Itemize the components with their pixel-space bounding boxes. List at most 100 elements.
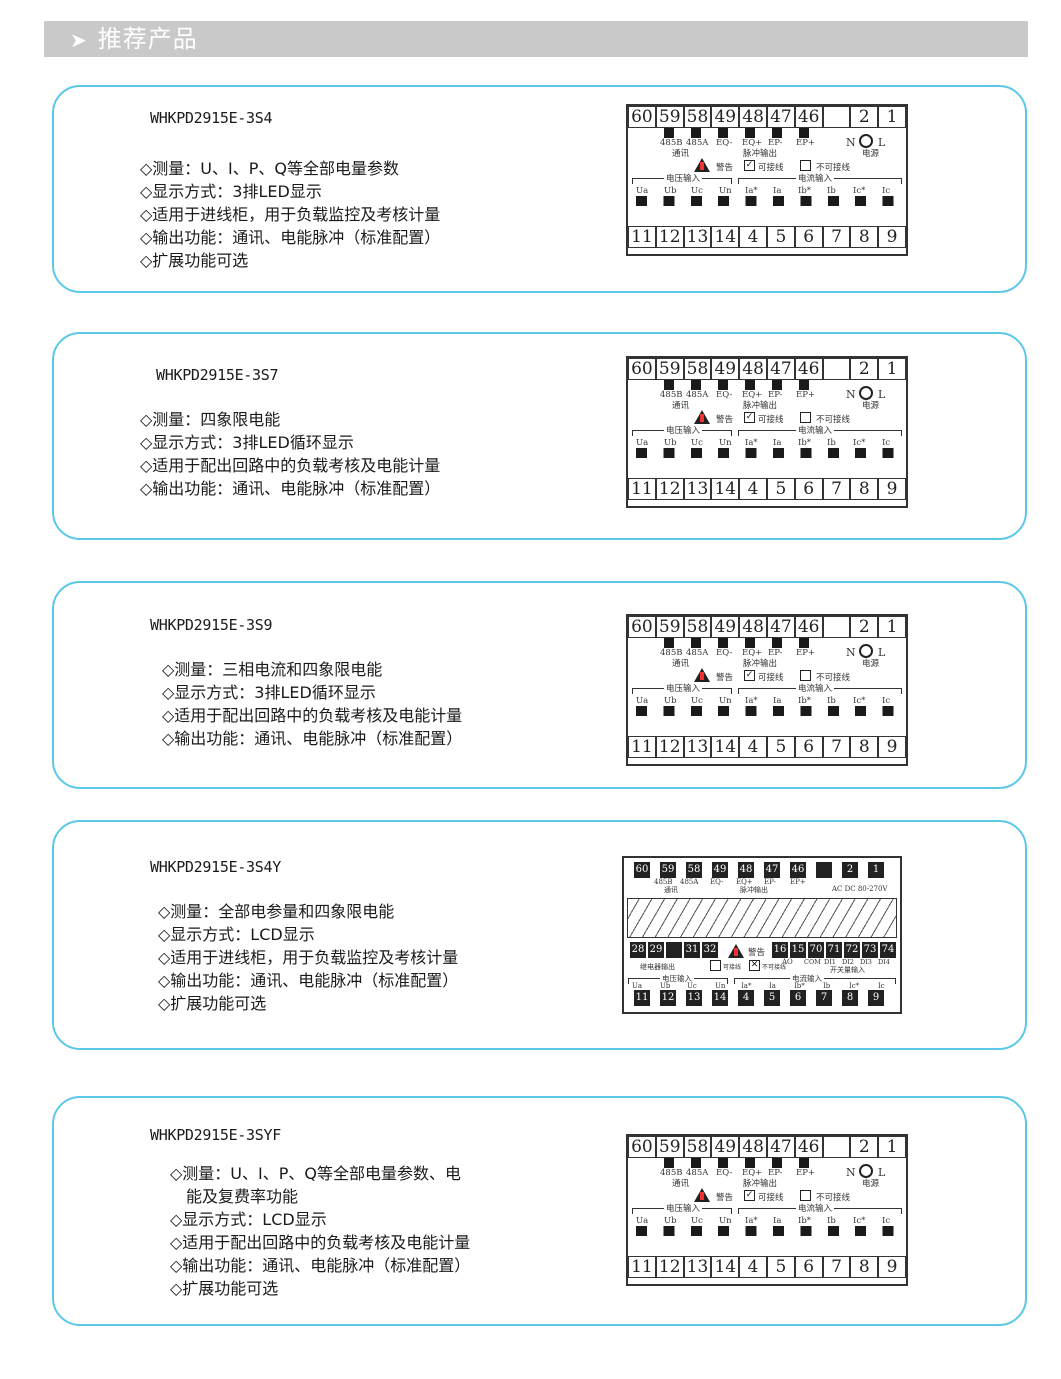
terminal: 28 <box>630 942 646 958</box>
pin-label: EQ- <box>716 1168 733 1178</box>
feature-item: ◇输出功能：通讯、电能脉冲（标准配置） <box>158 971 459 990</box>
warning-icon <box>728 944 744 958</box>
pin-label: Ub <box>664 438 677 448</box>
pin <box>799 128 809 138</box>
terminal <box>822 1136 851 1158</box>
warning-label: 警告 <box>716 1193 734 1203</box>
terminal: 58 <box>683 616 712 638</box>
pin-label: Uc <box>691 186 703 196</box>
pin-label: Ic* <box>853 696 866 706</box>
section-header: ➤推荐产品 <box>44 21 1028 57</box>
pin-label: EP- <box>768 138 783 148</box>
pin-label: Ib <box>823 982 831 990</box>
feature-item: ◇测量：U、I、P、Q等全部电量参数 <box>140 159 399 178</box>
pin-label: EQ- <box>716 138 733 148</box>
pin-label: 485B <box>660 1168 683 1178</box>
terminal: 46 <box>794 1136 823 1158</box>
power-spec: AC DC 80-270V <box>832 885 888 893</box>
product-model: WHKPD2915E-3S7 <box>156 366 279 384</box>
terminal <box>816 862 832 878</box>
terminal: 46 <box>794 358 823 380</box>
terminal: 48 <box>739 358 767 380</box>
pin-label: EP+ <box>796 1168 816 1178</box>
terminal <box>822 616 851 638</box>
terminal: 48 <box>739 616 767 638</box>
terminal: 7 <box>822 736 851 758</box>
pin-label: Ib* <box>794 982 805 990</box>
pin-label: Ic* <box>853 1216 866 1226</box>
product-model: WHKPD2915E-3SYF <box>150 1126 281 1144</box>
pin-label: Ia <box>773 186 782 196</box>
checkbox-empty-icon <box>800 670 811 681</box>
terminal: 58 <box>683 106 712 128</box>
pin-label: Ic* <box>853 438 866 448</box>
terminal: 49 <box>711 616 740 638</box>
feature-list: ◇测量：全部电参量和四象限电能 ◇显示方式：LCD显示 ◇适用于进线柜，用于负载… <box>158 900 458 1015</box>
feature-list: ◇测量：U、I、P、Q等全部电量参数 ◇显示方式：3排LED显示 ◇适用于进线柜… <box>140 157 440 272</box>
pin <box>691 128 701 138</box>
terminal: 9 <box>878 736 906 758</box>
pin-row <box>664 638 809 648</box>
terminal: 13 <box>686 990 702 1006</box>
terminal: 1 <box>868 862 884 878</box>
terminal: 8 <box>842 990 858 1006</box>
pulse-label: 脉冲输出 <box>743 659 778 669</box>
feature-item: ◇测量：U、I、P、Q等全部电量参数、电 <box>170 1164 461 1183</box>
terminal: 47 <box>766 358 795 380</box>
l-label: L <box>878 646 886 659</box>
terminal: 72 <box>844 942 860 958</box>
terminal: 4 <box>739 478 767 500</box>
pin-label: Un <box>719 1216 732 1226</box>
not-wirable-label: 不可接线 <box>762 964 787 971</box>
wirable-label: 可接线 <box>758 163 784 173</box>
pin-label: EQ- <box>710 878 724 886</box>
terminal: 59 <box>655 358 684 380</box>
terminal: 47 <box>766 1136 795 1158</box>
terminal: 31 <box>684 942 700 958</box>
power-label: 电源 <box>862 1179 880 1189</box>
di-label: COM <box>804 958 821 966</box>
terminal: 60 <box>628 106 656 128</box>
feature-list: ◇测量：U、I、P、Q等全部电量参数、电 能及复费率功能 ◇显示方式：LCD显示… <box>170 1162 470 1300</box>
terminal: 46 <box>790 862 806 878</box>
voltage-input-label: 电压输入 <box>664 682 703 694</box>
terminal: 48 <box>739 106 767 128</box>
pin-label: Ia* <box>745 438 758 448</box>
top-terminal-row: 60 59 58 49 48 47 46 2 1 <box>624 858 900 878</box>
pin-label: Ib <box>827 1216 836 1226</box>
terminal: 11 <box>634 990 650 1006</box>
pulse-label: 脉冲输出 <box>743 401 778 411</box>
terminal: 13 <box>683 736 712 758</box>
feature-item: ◇适用于进线柜，用于负载监控及考核计量 <box>158 948 459 967</box>
feature-item: ◇测量：全部电参量和四象限电能 <box>158 902 395 921</box>
pin-label: Uc <box>687 982 697 990</box>
not-wirable-label: 不可接线 <box>816 163 851 173</box>
io-terminals: 16 15 70 71 72 73 74 <box>772 942 896 958</box>
terminal: 60 <box>628 1136 656 1158</box>
pin-label: Ic <box>882 438 891 448</box>
terminal <box>822 358 851 380</box>
n-label: N <box>846 388 856 401</box>
checkbox-checked-icon: ✓ <box>744 670 755 681</box>
voltage-input-label: 电压输入 <box>664 172 703 184</box>
pin-label: Ub <box>664 1216 677 1226</box>
pin-label: Ic <box>878 982 885 990</box>
comm-label: 通讯 <box>672 1179 690 1189</box>
feature-item: ◇扩展功能可选 <box>158 994 267 1013</box>
product-model: WHKPD2915E-3S4Y <box>150 858 281 876</box>
warning-icon <box>694 1188 710 1202</box>
wirable-label: 可接线 <box>758 1193 784 1203</box>
pin-label: 485B <box>660 648 683 658</box>
terminal: 5 <box>764 990 780 1006</box>
pin-label: EP- <box>768 648 783 658</box>
pin-label: EP- <box>768 1168 783 1178</box>
terminal: 49 <box>711 106 740 128</box>
terminal: 14 <box>711 1256 740 1278</box>
terminal: 2 <box>850 1136 879 1158</box>
terminal: 4 <box>739 226 767 248</box>
terminal: 6 <box>794 1256 823 1278</box>
terminal: 70 <box>808 942 824 958</box>
